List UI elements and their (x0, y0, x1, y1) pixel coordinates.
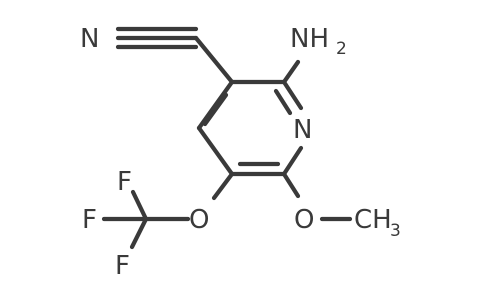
bonds (101, 26, 353, 250)
atom-labels: N NH 2 N O CH 3 O F F F (80, 24, 401, 281)
atom-f-top: F (117, 167, 132, 197)
bond-ring-c2-n-inner (273, 88, 293, 116)
bond-ring-c2-n (281, 79, 304, 111)
bond-ring-c4-c5 (196, 125, 235, 177)
bond-c6-o (281, 171, 301, 199)
atom-amino-sub: 2 (336, 39, 347, 59)
atom-methyl: CH (354, 205, 392, 235)
bond-c2-amino (281, 59, 301, 85)
bond-ring-c3-c4 (196, 79, 235, 131)
atom-methyl-sub: 3 (390, 221, 401, 241)
atom-ether-o: O (189, 205, 209, 235)
atom-methoxy-o: O (294, 205, 314, 235)
bond-c-f-top (130, 189, 149, 222)
bond-ring-n-c6 (281, 145, 304, 177)
bond-ch2-ring (193, 35, 235, 85)
bond-ring-c3-c4-inner (202, 92, 229, 127)
bond-c5-o (211, 171, 235, 201)
atom-f-mid: F (82, 205, 97, 235)
atom-ring-n: N (293, 115, 312, 145)
bond-c-f-bot (129, 216, 149, 250)
atom-f-bot: F (115, 251, 130, 281)
atom-nitrile-n: N (80, 24, 99, 54)
atom-amino-nh: NH (290, 24, 329, 54)
